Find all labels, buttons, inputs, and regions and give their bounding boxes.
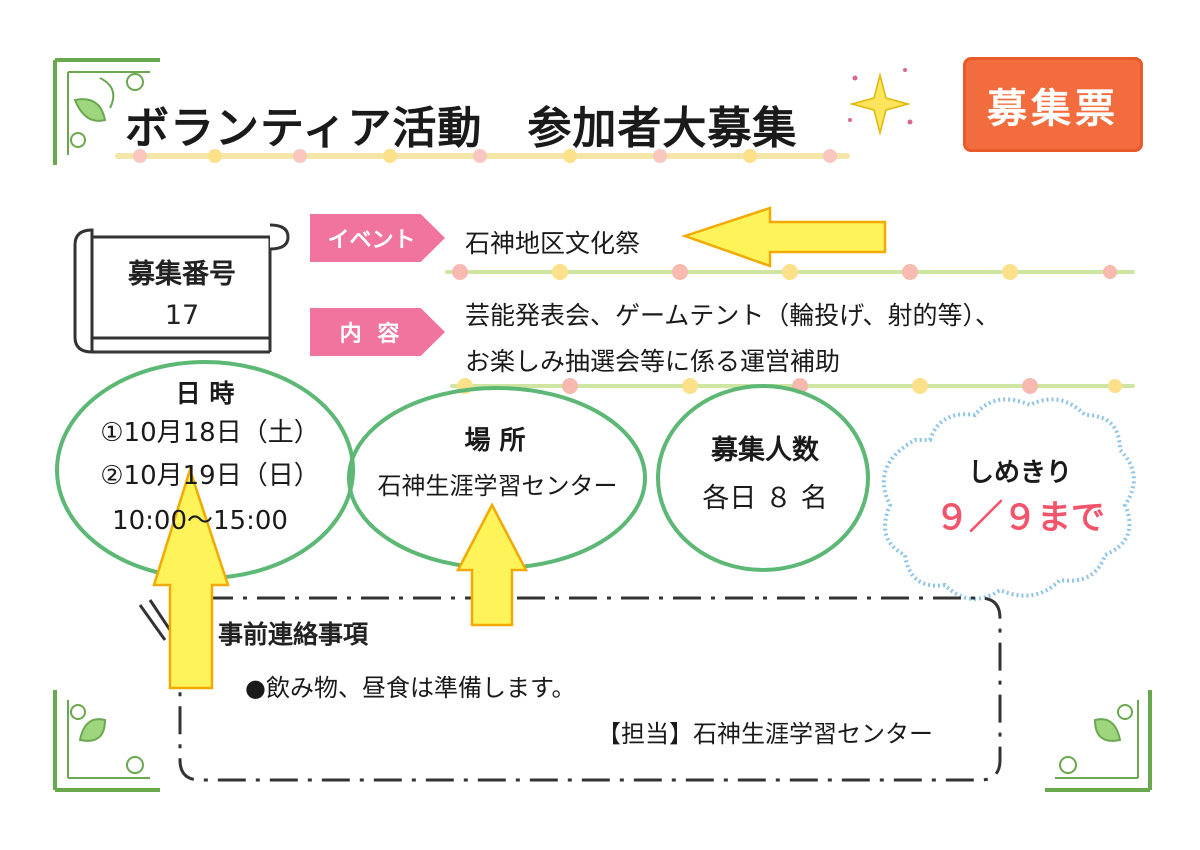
page-title: ボランティア活動 参加者大募集 xyxy=(125,103,798,154)
datetime-time: 10:00～15:00 xyxy=(112,506,288,536)
datetime-date-1: ①10月18日（土） xyxy=(100,418,320,448)
capacity-circle xyxy=(656,384,870,572)
notes-item: ●飲み物、昼食は準備します。 xyxy=(245,674,576,702)
datetime-date-2: ②10月19日（日） xyxy=(100,461,320,491)
content-line-2: お楽しみ抽選会等に係る運営補助 xyxy=(465,347,841,376)
capacity-value: 各日 ８ 名 xyxy=(702,483,828,514)
notes-contact: 【担当】石神生涯学習センター xyxy=(597,720,933,748)
corner-vine-bottom-left-icon xyxy=(53,690,160,792)
notes-dashed-border xyxy=(178,596,1002,782)
capacity-label: 募集人数 xyxy=(711,435,819,466)
flower-garland-content-icon xyxy=(450,378,1135,394)
arrow-up-to-place-icon xyxy=(455,502,529,627)
flower-garland-event-icon xyxy=(445,264,1135,280)
recruit-number-value: 17 xyxy=(164,300,200,331)
arrow-up-to-datetime-icon xyxy=(152,465,230,690)
content-line-1: 芸能発表会、ゲームテント（輪投げ、射的等）、 xyxy=(465,301,1001,330)
deadline-label: しめきり xyxy=(967,458,1072,488)
content-tag: 内 容 xyxy=(310,308,445,356)
sparkle-icon xyxy=(848,68,913,136)
recruit-form-badge: 募集票 xyxy=(963,57,1143,152)
scroll-banner-icon xyxy=(73,223,290,354)
event-tag: イベント xyxy=(310,214,445,262)
notes-heading: 事前連絡事項 xyxy=(218,620,369,649)
deadline-cloud-icon xyxy=(881,397,1136,601)
flower-garland-title-icon xyxy=(115,149,850,163)
corner-vine-bottom-right-icon xyxy=(1045,690,1152,792)
place-value: 石神生涯学習センター xyxy=(377,472,618,500)
datetime-label: 日 時 xyxy=(175,379,235,408)
place-label: 場 所 xyxy=(464,426,526,456)
arrow-left-to-event-icon xyxy=(681,206,887,268)
event-text: 石神地区文化祭 xyxy=(465,229,641,258)
deadline-date: ９／９まで xyxy=(935,498,1105,538)
corner-vine-top-left-icon xyxy=(53,58,160,165)
recruit-number-label: 募集番号 xyxy=(128,259,236,290)
